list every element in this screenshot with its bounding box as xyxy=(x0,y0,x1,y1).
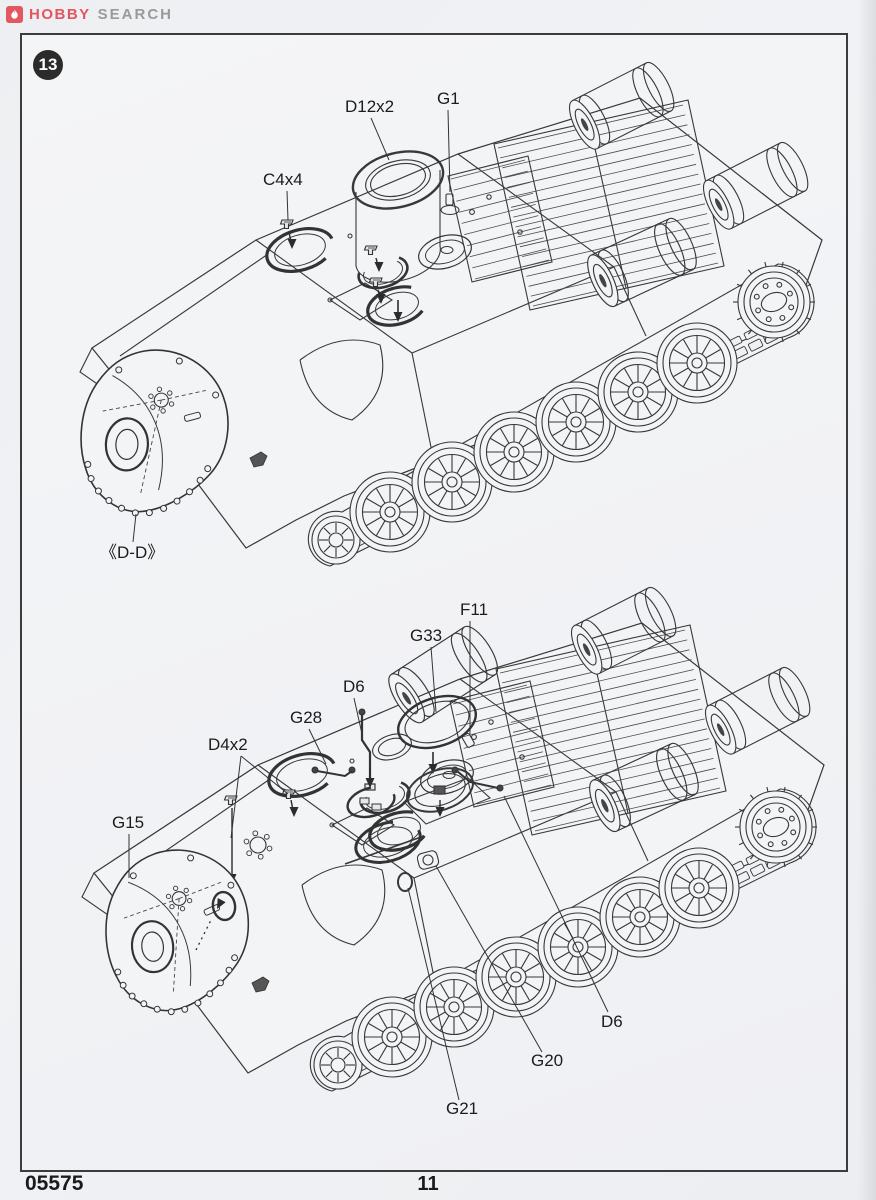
step-number-badge: 13 xyxy=(33,50,63,80)
scan-edge-shadow xyxy=(858,0,876,1200)
brand-primary: HOBBY xyxy=(29,5,91,23)
flame-icon xyxy=(6,5,23,23)
brand-secondary: SEARCH xyxy=(97,5,174,23)
page-frame xyxy=(20,33,848,1172)
site-header: HOBBY SEARCH xyxy=(6,3,173,25)
kit-number: 05575 xyxy=(25,1172,84,1195)
page-number: 11 xyxy=(417,1173,439,1195)
